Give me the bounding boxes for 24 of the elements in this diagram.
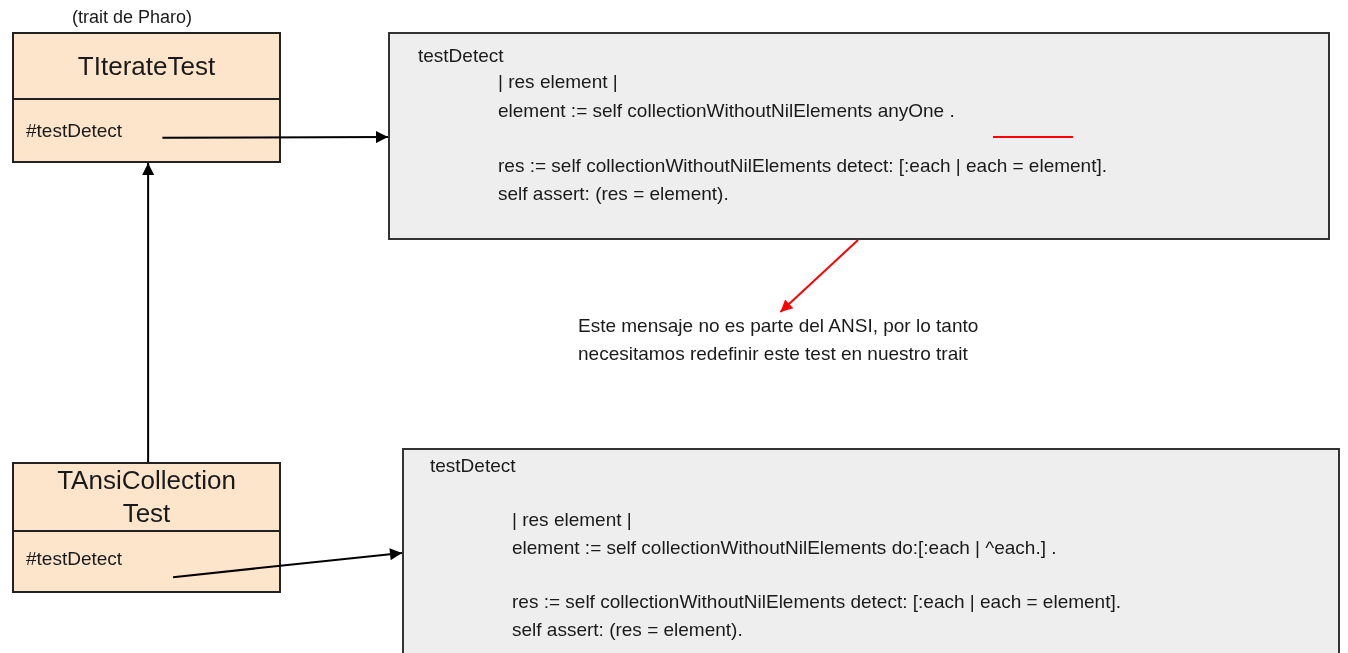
code-line: element := self collectionWithoutNilElements do:[:each | ^each.] . [512,536,1057,560]
code-line: | res element | [498,70,618,94]
method-name: #testDetect [26,547,123,571]
class-box [12,462,281,593]
class-name: TIterateTest [76,49,217,83]
arrow [161,131,389,144]
method-name: testDetect [430,454,516,478]
method-name: #testDetect [26,119,123,143]
code-box [402,448,1340,653]
code-box [388,32,1330,240]
code-line: res := self collectionWithoutNilElements detect: [:each | each = element]. [498,154,1107,178]
code-line: res := self collectionWithoutNilElements detect: [:each | each = element]. [512,590,1121,614]
code-line: self assert: (res = element). [512,618,743,642]
pointer-arrow [779,239,860,313]
method-name: testDetect [418,44,504,68]
class-name: TAnsiCollection Test [56,464,237,530]
arrow [142,162,155,463]
arrow [172,548,403,579]
code-line: | res element | [512,508,632,532]
code-line: self assert: (res = element). [498,182,729,206]
note-text: Este mensaje no es parte del ANSI, por lo tanto necesitamos redefinir este test en nuestro trait [578,314,980,366]
stereotype-label: (trait de Pharo) [72,6,193,29]
code-line: element := self collectionWithoutNilElements anyOne . [498,99,955,123]
class-box [12,32,281,163]
